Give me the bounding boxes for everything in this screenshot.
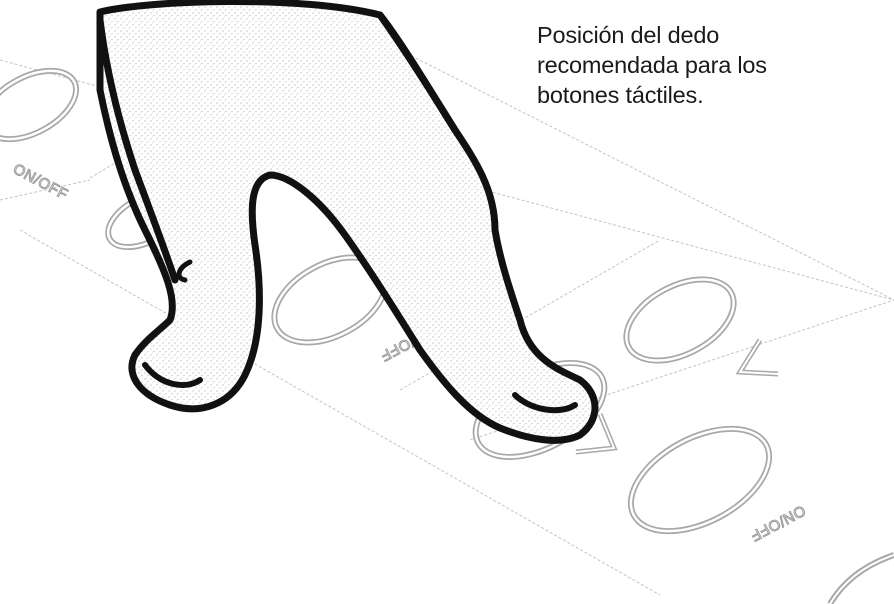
caption-line-2: recomendada para los: [537, 52, 767, 78]
touch-button-corner[interactable]: [827, 552, 894, 604]
onoff-label-top-left: ON/OFF: [10, 161, 71, 204]
chevron-icon: [575, 413, 618, 455]
touch-button-bottom[interactable]: [614, 408, 786, 553]
finger-pointing-icon: [96, 0, 599, 444]
onoff-label-bottom-right: ON/OFF: [747, 501, 808, 544]
instruction-caption: Posición del dedo recomendada para los b…: [537, 20, 867, 110]
caption-line-1: Posición del dedo: [537, 22, 720, 48]
caption-line-3: botones táctiles.: [537, 82, 704, 108]
chevron-icon: [735, 338, 779, 377]
touch-button-top-left[interactable]: [0, 57, 87, 153]
touch-button-right[interactable]: [613, 263, 747, 377]
